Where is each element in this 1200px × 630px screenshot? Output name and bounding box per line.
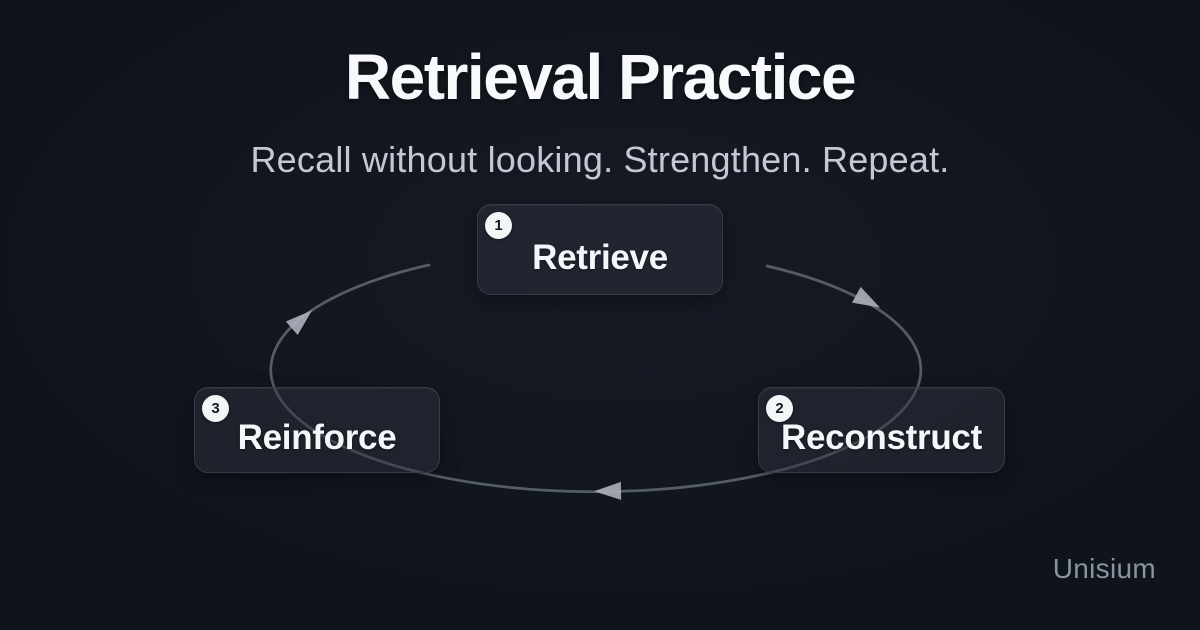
cycle-node-label: Reinforce xyxy=(237,418,397,457)
cycle-node-retrieve: 1 Retrieve xyxy=(477,204,723,295)
step-number-badge: 1 xyxy=(485,212,512,239)
arrow-reconstruct-to-reinforce-icon xyxy=(594,481,622,500)
arrow-retrieve-to-reconstruct-icon xyxy=(852,286,881,308)
cycle-node-reconstruct: 2 Reconstruct xyxy=(758,387,1005,473)
page-title: Retrieval Practice xyxy=(344,41,857,113)
cycle-node-label: Retrieve xyxy=(532,237,668,277)
cycle-arc xyxy=(269,263,923,494)
page-subtitle: Recall without looking. Strengthen. Repe… xyxy=(250,139,950,180)
arrow-reinforce-to-retrieve-icon xyxy=(285,310,313,336)
cycle-node-reinforce: 3 Reinforce xyxy=(194,387,440,473)
step-number-badge: 2 xyxy=(766,395,793,422)
step-number-badge: 3 xyxy=(202,395,229,422)
cycle-node-label: Reconstruct xyxy=(781,418,982,457)
brand-watermark: Unisium xyxy=(1052,553,1156,584)
